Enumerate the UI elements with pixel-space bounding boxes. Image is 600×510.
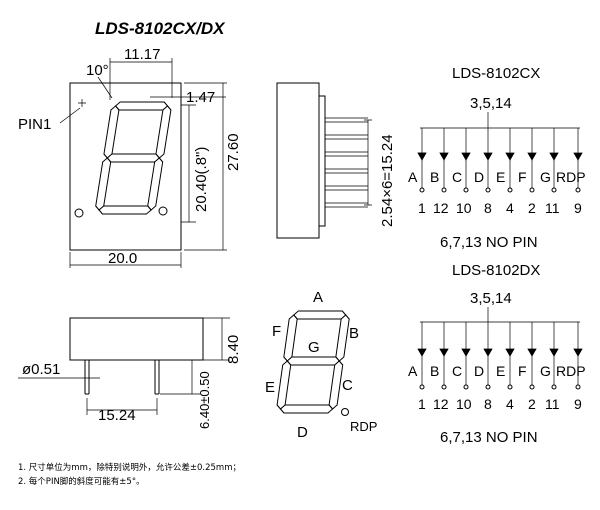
seg-letter: B [430, 169, 439, 185]
pin-numbers: 1 12 10 8 4 2 11 9 [418, 187, 582, 216]
front-dp-dot [158, 206, 168, 216]
pin-number: 11 [545, 396, 560, 412]
seg-letter: G [540, 363, 551, 379]
no-pin-note: 6,7,13 NO PIN [440, 429, 538, 446]
dim-pin-length: 6.40±0.50 [197, 371, 212, 429]
seg-letter: F [518, 363, 527, 379]
pin-number: 1 [418, 396, 426, 412]
seg-label-a: A [313, 289, 323, 306]
pin-number: 4 [506, 200, 514, 216]
seg-letter: C [452, 169, 462, 185]
dim-pin-pitch: 2.54×6=15.24 [379, 134, 396, 227]
pin-number: 9 [574, 396, 582, 412]
seg-label-g: G [308, 339, 320, 356]
circuit-dx: LDS-8102DX 3,5,14 A B C D E F G RDP 1 12 [408, 262, 586, 446]
seg-label-b: B [349, 325, 359, 342]
segment-g [286, 356, 340, 366]
segment-d [279, 404, 334, 414]
circuit-cx: LDS-8102CX 3,5,14 A B C D E F G RDP 1 12 [408, 65, 586, 251]
front-mark-left [74, 208, 84, 218]
pin-number: 2 [528, 396, 536, 412]
pin-number: 8 [484, 396, 492, 412]
seg-letter: G [540, 169, 551, 185]
segment-b [335, 314, 350, 362]
seg-label-d: D [297, 424, 308, 441]
drawing-title: LDS-8102CX/DX [95, 19, 226, 38]
note-line: 2. 每个PIN脚的斜度可能有±5°。 [18, 476, 145, 487]
seg-letter: F [518, 169, 527, 185]
side-view-body [276, 82, 320, 239]
front-view: PIN1 11.17 10° 1.47 20.40(.8") 27.60 20.… [18, 46, 242, 268]
segment-letters: A B C D E F G RDP [408, 169, 586, 185]
dim-slant-angle: 10° [86, 62, 109, 79]
seg-letter: A [408, 363, 418, 379]
pin-number: 9 [574, 200, 582, 216]
pin-number: 10 [456, 396, 472, 412]
pin-number: 12 [433, 396, 449, 412]
bottom-view-body [69, 317, 204, 361]
seg-label-c: C [342, 377, 353, 394]
notes: 1. 尺寸单位为mm，除特别说明外，允许公差±0.25mm； 2. 每个PIN脚… [18, 462, 241, 487]
front-digit [95, 101, 172, 215]
dim-pin-diameter: ø0.51 [22, 361, 60, 378]
segment-f [283, 314, 298, 362]
seg-letter: RDP [556, 363, 586, 379]
pin-number: 2 [528, 200, 536, 216]
dim-body-height: 8.40 [225, 335, 242, 364]
seg-label-e: E [265, 379, 275, 396]
pin-number: 12 [433, 200, 449, 216]
segment-letters: A B C D E F G RDP [408, 363, 586, 379]
pin-number: 11 [545, 200, 560, 216]
note-line: 1. 尺寸单位为mm，除特别说明外，允许公差±0.25mm； [18, 462, 241, 473]
pin1-label: PIN1 [18, 116, 51, 133]
circuit-title: LDS-8102DX [452, 262, 540, 279]
segment-diagram: A B F G C E D RDP [265, 289, 377, 441]
segment-a [293, 310, 347, 320]
seg-label-dp: RDP [350, 419, 377, 434]
common-pins: 3,5,14 [470, 95, 512, 112]
pin-number: 8 [484, 200, 492, 216]
side-view: 2.54×6=15.24 [276, 82, 396, 239]
dim-digit-height: 20.40(.8") [193, 147, 210, 212]
dim-pin-span: 15.24 [98, 407, 136, 424]
pin-numbers: 1 12 10 8 4 2 11 9 [418, 384, 582, 412]
seg-letter: D [474, 169, 484, 185]
seg-letter: C [452, 363, 462, 379]
pin1-mark [78, 99, 86, 107]
segment-e [276, 360, 292, 410]
pin-number: 1 [418, 200, 426, 216]
dim-total-height: 27.60 [225, 133, 242, 171]
dim-width: 20.0 [108, 250, 137, 267]
pin-number: 4 [506, 396, 514, 412]
seg-label-f: F [272, 323, 281, 340]
common-pins: 3,5,14 [470, 290, 512, 307]
seg-letter: D [474, 363, 484, 379]
no-pin-note: 6,7,13 NO PIN [440, 234, 538, 251]
dim-corner: 1.47 [186, 89, 215, 106]
seg-letter: RDP [556, 169, 586, 185]
seg-letter: B [430, 363, 439, 379]
circuit-title: LDS-8102CX [452, 65, 540, 82]
bottom-view: 8.40 6.40±0.50 ø0.51 15.24 [18, 317, 242, 429]
seg-letter: E [496, 363, 505, 379]
diode-array [417, 322, 583, 385]
diode-array [417, 128, 583, 188]
seg-letter: E [496, 169, 505, 185]
front-view-body [69, 82, 182, 251]
segment-dp [341, 408, 349, 416]
dim-segment-width: 11.17 [124, 46, 160, 63]
pin-number: 10 [456, 200, 472, 216]
seg-letter: A [408, 169, 418, 185]
